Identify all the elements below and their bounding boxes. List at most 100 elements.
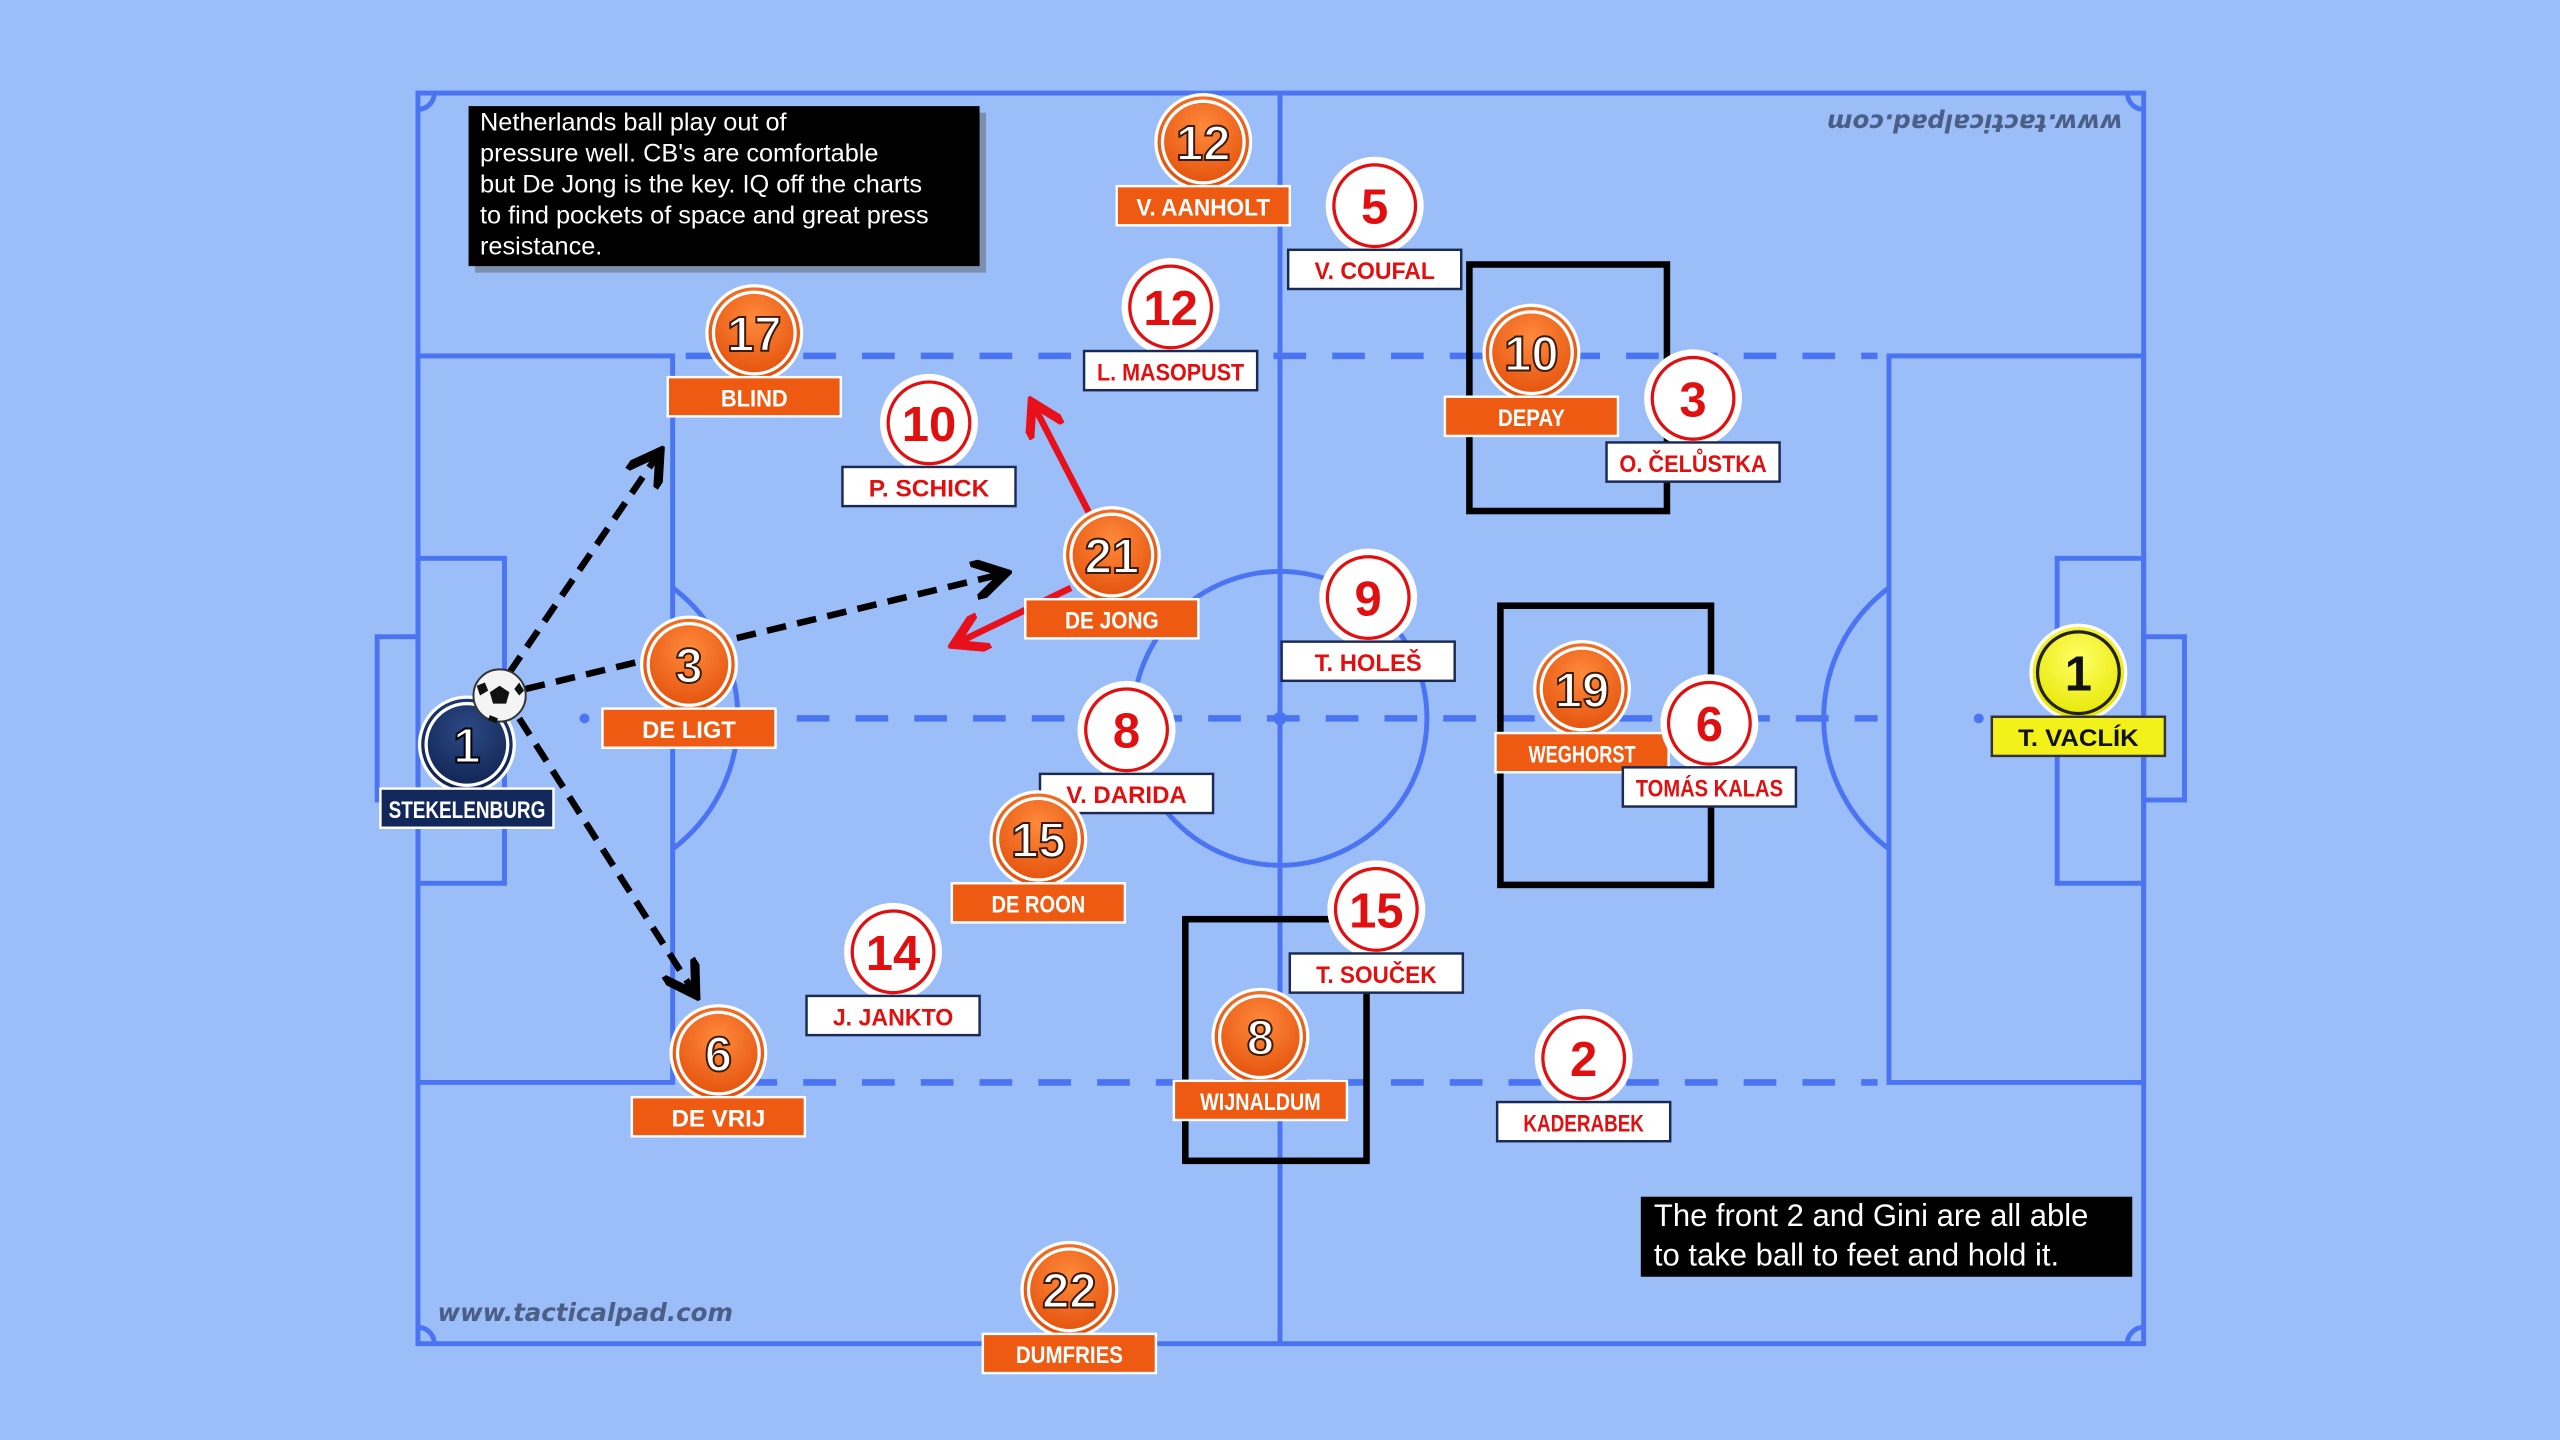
player-marker-ring <box>1026 1247 1112 1333</box>
ball-icon[interactable] <box>472 668 527 724</box>
player-number: 6 <box>1696 698 1723 752</box>
pass-arrow-de-vrij <box>516 716 692 989</box>
note-line: to find pockets of space and great press <box>480 202 929 230</box>
player-name: L. MASOPUST <box>1097 359 1244 386</box>
player-name-label <box>1082 349 1259 392</box>
pass-arrows <box>506 457 999 989</box>
player-marker-ring <box>646 622 732 707</box>
player-marker-ring <box>1325 555 1411 640</box>
player-name: P. SCHICK <box>869 475 990 502</box>
player-marker-ring <box>1160 99 1246 185</box>
player-name: WEGHORST <box>1528 741 1635 768</box>
player-name-label <box>950 882 1127 924</box>
note-line: pressure well. CB's are comfortable <box>480 140 878 168</box>
player-name-label <box>1495 1100 1672 1143</box>
player-name: DE VRIJ <box>672 1106 766 1133</box>
player-marker-ring <box>1488 310 1574 396</box>
player-number: 12 <box>1143 282 1197 336</box>
player-l-masopust[interactable]: 12 L. MASOPUST <box>1082 257 1259 392</box>
player-name-label <box>1621 766 1798 808</box>
player-p-schick[interactable]: 10P. SCHICK <box>841 373 1017 508</box>
player-j-jankto[interactable]: 14 J. JANKTO <box>805 902 981 1037</box>
player-v-coufal[interactable]: 5 V. COUFAL <box>1286 156 1463 291</box>
player-number: 15 <box>1349 884 1403 938</box>
player-number: 10 <box>1504 328 1558 382</box>
player-v-darida[interactable]: 8V. DARIDA <box>1038 680 1215 815</box>
movement-arrows <box>960 408 1092 642</box>
player-name: DEPAY <box>1498 405 1565 432</box>
player-name: V. COUFAL <box>1314 258 1435 285</box>
player-name: T. SOUČEK <box>1316 961 1437 989</box>
player-name-label <box>841 465 1017 508</box>
player-name: STEKELENBURG <box>389 797 546 824</box>
player-o-el-stka[interactable]: 3O. ČELŮSTKA <box>1605 349 1781 483</box>
player-number: 15 <box>1011 814 1065 868</box>
player-number: 3 <box>1679 373 1706 427</box>
player-name: KADERABEK <box>1523 1110 1644 1137</box>
player-marker-ring <box>1069 512 1155 598</box>
player-marker-ring <box>711 290 797 376</box>
player-de-ligt[interactable]: 3DE LIGT <box>601 615 777 749</box>
note-line: The front 2 and Gini are all able <box>1654 1198 2088 1233</box>
player-marker-ring <box>1650 355 1736 441</box>
player-marker-ring <box>1333 866 1419 952</box>
player-name-label <box>1494 731 1670 774</box>
player-name: BLIND <box>721 386 788 413</box>
player-name-label <box>666 375 843 418</box>
player-t-vacl-k[interactable]: 1 T. VACLÍK <box>1990 623 2167 758</box>
player-t-sou-ek[interactable]: 15 T. SOUČEK <box>1288 860 1465 994</box>
player-number: 19 <box>1555 664 1609 718</box>
movement-arrow-up <box>1035 408 1092 515</box>
player-t-hole-[interactable]: 9T. HOLEŠ <box>1280 548 1456 683</box>
player-number: 1 <box>453 719 480 773</box>
player-name: DUMFRIES <box>1016 1342 1123 1369</box>
player-v-aanholt[interactable]: 12V. AANHOLT <box>1115 93 1292 227</box>
player-name-label <box>1990 715 2167 758</box>
player-de-vrij[interactable]: 6DE VRIJ <box>630 1004 807 1138</box>
player-name-label <box>1038 772 1215 815</box>
pass-arrow-de-jong <box>524 575 999 693</box>
player-name: T. VACLÍK <box>2018 724 2139 752</box>
player-name-label <box>1605 441 1781 483</box>
player-marker-ring <box>1541 1015 1627 1101</box>
player-name: J. JANKTO <box>833 1004 953 1031</box>
watermark-flipped: www.tacticalpad.com <box>1827 108 2122 137</box>
movement-arrow-back <box>960 584 1073 642</box>
player-marker-ring <box>1084 687 1169 773</box>
player-number: 21 <box>1085 530 1139 584</box>
player-number: 8 <box>1247 1012 1274 1066</box>
note-box-bottom-right: The front 2 and Gini are all able to tak… <box>1640 1196 2133 1277</box>
player-number: 1 <box>2065 648 2092 702</box>
player-name-label <box>1280 640 1456 683</box>
player-number: 5 <box>1361 181 1388 235</box>
note-line: but De Jong is the key. IQ off the chart… <box>480 171 922 199</box>
player-name-label <box>1115 184 1292 227</box>
player-marker-ring <box>886 380 972 466</box>
player-number: 2 <box>1570 1033 1597 1087</box>
player-name-label <box>379 787 555 829</box>
pass-arrow-blind <box>506 457 656 675</box>
player-number: 3 <box>675 639 702 693</box>
player-name: WIJNALDUM <box>1200 1089 1320 1116</box>
player-name: V. DARIDA <box>1066 782 1187 809</box>
note-line: Netherlands ball play out of <box>480 109 788 137</box>
player-marker-ring <box>2035 630 2121 716</box>
player-number: 17 <box>727 308 781 362</box>
player-marker-ring <box>675 1010 761 1096</box>
player-name-label <box>1286 248 1463 291</box>
player-name-label <box>1288 952 1465 994</box>
note-line: to take ball to feet and hold it. <box>1654 1237 2059 1272</box>
player-number: 14 <box>866 927 920 981</box>
